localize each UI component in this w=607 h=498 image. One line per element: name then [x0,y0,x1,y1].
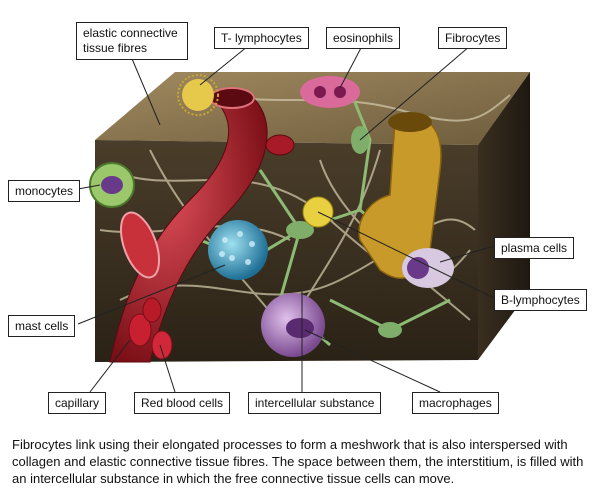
connective-tissue-illustration [77,45,530,393]
block-side-face [478,72,530,360]
leader-monocytes [77,184,101,190]
fibrocyte-cell [378,322,402,338]
label-t-lymphocytes: T- lymphocytes [214,27,309,49]
monocyte-cell [89,162,135,208]
label-plasma-cells: plasma cells [494,237,575,259]
leader-plasma-cells [439,245,495,263]
lymph-vessel-opening [388,112,432,132]
eosinophil-cell [300,76,360,108]
leader-eosinophils [339,45,363,89]
capillary-wall-cut [119,211,161,279]
label-elastic-fibres: elastic connective tissue fibres [76,22,188,60]
t-lymphocyte-cell [177,74,219,116]
leader-capillary [89,339,131,393]
figure-caption: Fibrocytes link using their elongated pr… [12,437,584,486]
tissue-block [95,72,530,362]
leader-elastic-fibres [129,53,161,126]
label-red-blood-cells: Red blood cells [134,392,231,414]
label-monocytes: monocytes [8,180,81,202]
mast-cell [208,220,268,280]
label-intercellular-substance: intercellular substance [248,392,382,414]
leader-fibrocytes [359,45,471,141]
macrophage-cell [261,293,325,357]
leader-red-blood-cells [159,344,176,393]
leader-mast-cells [77,264,226,325]
leader-b-lymphocytes [317,211,495,299]
leader-macrophages [304,329,441,393]
label-fibrocytes: Fibrocytes [438,27,508,49]
block-front-face [95,140,478,362]
label-eosinophils: eosinophils [326,27,401,49]
plasma-cell [402,248,454,288]
fibrocyte-cell [286,221,314,239]
label-b-lymphocytes: B-lymphocytes [494,289,587,311]
label-mast-cells: mast cells [8,315,76,337]
red-blood-cells [128,134,295,360]
label-macrophages: macrophages [412,392,499,414]
label-capillary: capillary [48,392,107,414]
leader-t-lymphocytes [199,45,249,86]
